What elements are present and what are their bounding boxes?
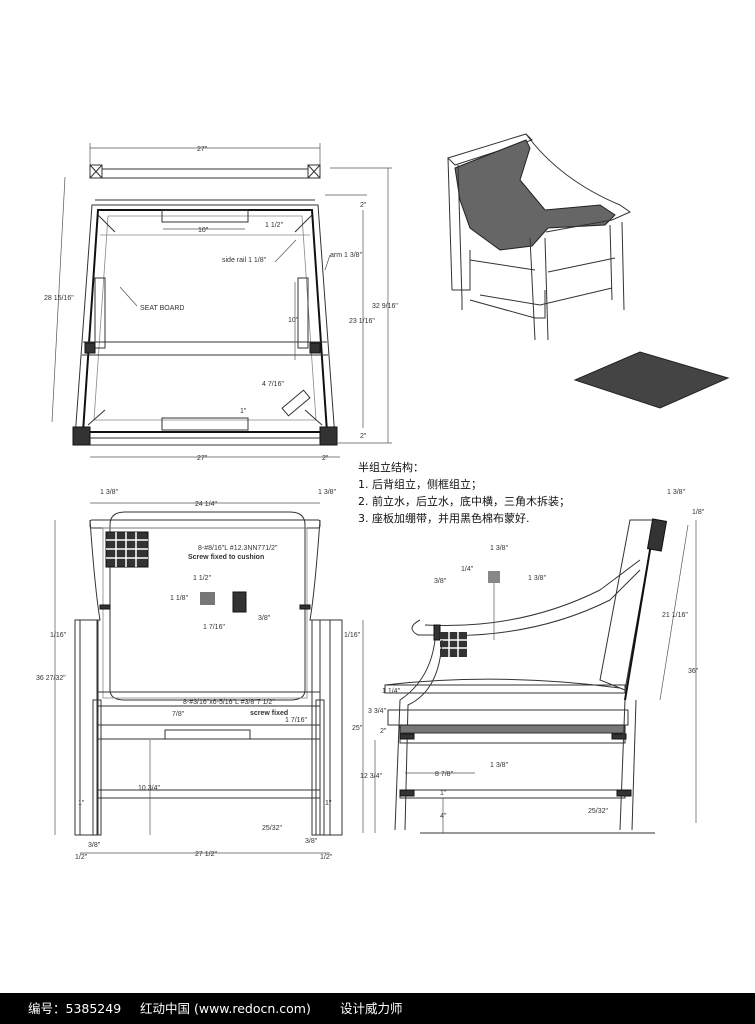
dim-section-b: 1 7/16": [203, 624, 225, 631]
dim-foot: 25/32": [588, 808, 609, 815]
dim-overall-height: 36": [688, 668, 699, 675]
dim-stretcher-height: 10 3/4": [138, 785, 160, 792]
dim-stretcher-t: 1": [440, 790, 447, 797]
dim-foot-right: 1/2": [320, 854, 333, 861]
note-item: 3. 座板加绷带，并用黑色棉布蒙好.: [358, 512, 530, 525]
dim-stretcher-x: 8 7/8": [435, 771, 454, 778]
dim-rail-bottom: 2": [360, 433, 367, 440]
dim-back-length: 21 1/16": [662, 612, 688, 619]
note-mid-1: 8-#3/16"x6-5/16"L #3/8"7 1/2": [183, 699, 275, 706]
front-view-labels: 1 3/8" 1 3/8" 24 1/4" 36 27/32" 1/16" 1/…: [36, 489, 361, 861]
side-view: [362, 518, 697, 834]
dim-overall-depth: 32 9/16": [372, 303, 398, 310]
dim-back-thick: 1/8": [692, 509, 705, 516]
dim-back-top: 1 3/8": [667, 489, 686, 496]
dim-block-span: 10": [198, 227, 209, 234]
side-view-labels: 1 3/8" 1/8" 1 3/8" 1/4" 3/8" 1 3/8" 21 1…: [352, 489, 705, 820]
note-item: 1. 后背组立，侧框组立；: [358, 478, 482, 491]
dim-arm-right: 1/16": [344, 632, 361, 639]
dim-offset-bottom: 2": [322, 455, 329, 462]
dim-leg-inset-right: 3/8": [305, 838, 318, 845]
front-view: [54, 502, 343, 854]
dim-overall-width: 27 1/2": [195, 851, 217, 858]
label-side-rail: side rail 1 1/8": [222, 257, 267, 264]
dim-leg-left: 1": [78, 800, 85, 807]
image-id: 编号：5385249: [28, 1001, 122, 1016]
note-mid-2: screw fixed: [250, 710, 288, 717]
note-top-1: 8-#8/16"L #12.3NN771/2": [198, 545, 278, 552]
perspective-chair: [447, 133, 632, 341]
dim-corner-block: 4 7/16": [262, 381, 284, 388]
label-arm: arm 1 3/8": [330, 252, 363, 259]
dim-inner-depth: 23 1/16": [349, 318, 375, 325]
dim-width-top: 27": [197, 146, 208, 153]
note-item: 2. 前立水，后立水，底中横，三角木拆装；: [358, 495, 570, 508]
note-top-2: Screw fixed to cushion: [188, 554, 264, 561]
dim-leg-inset-left: 3/8": [88, 842, 101, 849]
dim-seat-rail: 2": [380, 728, 387, 735]
designer-name: 设计威力师: [340, 1001, 403, 1016]
dim-section-h: 1 1/8": [170, 595, 189, 602]
dim-stretcher-floor: 4": [440, 813, 447, 820]
dim-section-gap: 3/8": [258, 615, 271, 622]
dim-post-left: 1 3/8": [100, 489, 119, 496]
dim-seat-height: 25": [352, 725, 363, 732]
top-view-labels: 27" 27" 2" 28 15/16" 32 9/16" 23 1/16" 2…: [44, 146, 398, 462]
dim-rail-top: 2": [360, 202, 367, 209]
dim-corner: 1 7/16": [285, 717, 307, 724]
dim-arm-b: 3/8": [434, 578, 447, 585]
dim-rail-gap: 7/8": [172, 711, 185, 718]
dim-cushion: 1 1/4": [382, 688, 401, 695]
dim-section-w: 1 1/2": [193, 575, 212, 582]
site-name: 红动中国 (www.redocn.com): [140, 1001, 311, 1016]
label-seat-board: SEAT BOARD: [140, 305, 184, 312]
dim-corner-offset: 1": [240, 408, 247, 415]
seat-cushion: [573, 351, 730, 409]
dim-side-span: 10": [288, 317, 299, 324]
top-view: [51, 143, 392, 458]
dim-foot-left: 1/2": [75, 854, 88, 861]
dim-rail: 3 3/4": [368, 708, 387, 715]
dim-arm-a: 1/4": [461, 566, 474, 573]
notes-title: 半组立结构：: [358, 461, 424, 474]
assembly-notes: 半组立结构： 1. 后背组立，侧框组立； 2. 前立水，后立水，底中横，三角木拆…: [358, 459, 570, 527]
dim-leg-right: 1": [325, 800, 332, 807]
dim-arm-width: 1 3/8": [490, 545, 509, 552]
dim-foot: 25/32": [262, 825, 283, 832]
dim-width-bottom: 27": [197, 455, 208, 462]
watermark-footer: 编号：5385249 红动中国 (www.redocn.com) 设计威力师: [0, 993, 755, 1024]
dim-leg-height: 12 3/4": [360, 773, 382, 780]
dim-block-offset: 1 1/2": [265, 222, 284, 229]
dim-diagonal: 28 15/16": [44, 295, 74, 302]
dim-inner-width: 24 1/4": [195, 501, 217, 508]
dim-post-right: 1 3/8": [318, 489, 337, 496]
dim-arm-left: 1/16": [50, 632, 67, 639]
dim-arm-height: 1 3/8": [528, 575, 547, 582]
dim-overall-height: 36 27/32": [36, 675, 66, 682]
dim-stretcher-w: 1 3/8": [490, 762, 509, 769]
